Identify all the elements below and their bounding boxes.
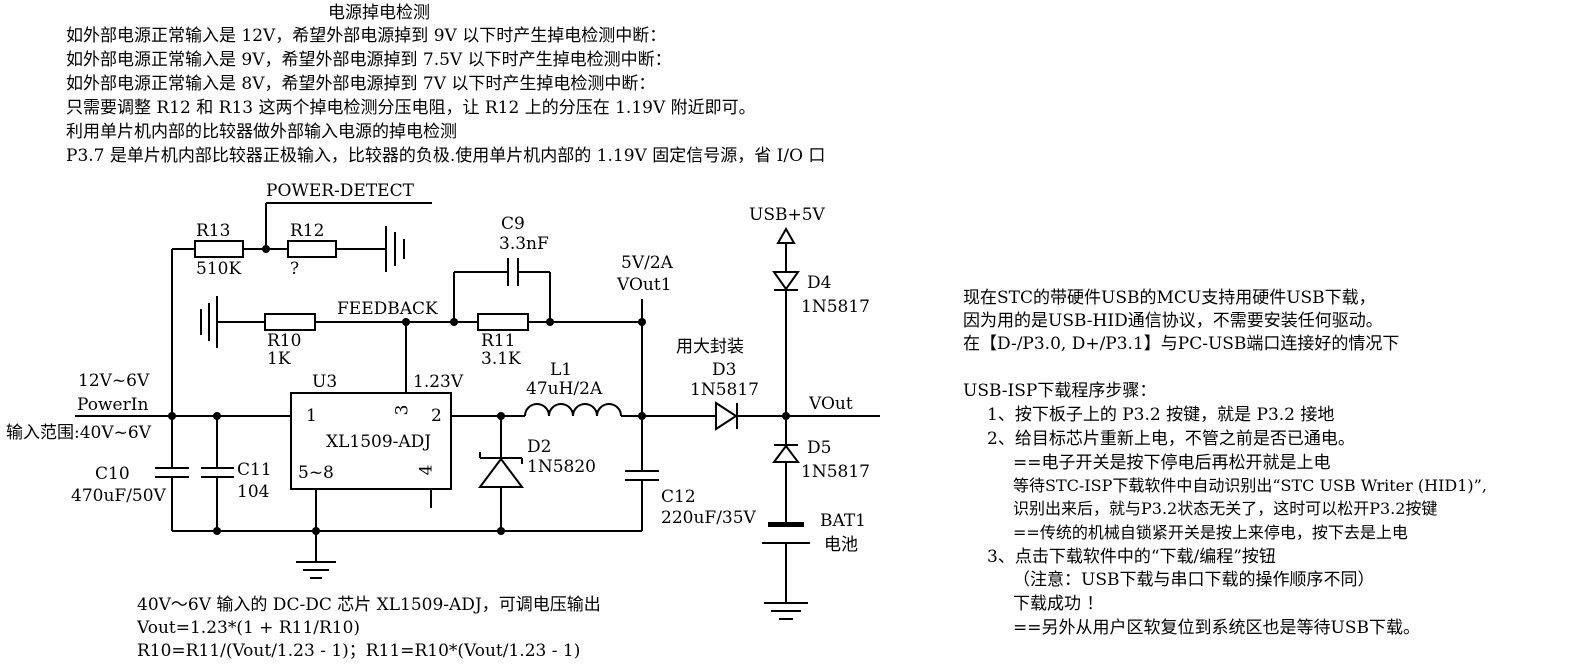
r11-resistor bbox=[478, 314, 528, 330]
header-title: 电源掉电检测 bbox=[328, 3, 430, 23]
u3-name: U3 bbox=[312, 372, 338, 392]
usb5v-label: USB+5V bbox=[749, 205, 825, 225]
vout1-line2: VOut1 bbox=[617, 275, 672, 295]
header-line-3: 如外部电源正常输入是 8V，希望外部电源掉到 7V 以下时产生掉电检测中断： bbox=[66, 74, 656, 94]
d5-name: D5 bbox=[807, 438, 832, 458]
bat1-plate-top bbox=[768, 522, 804, 527]
l1-value: 47uH/2A bbox=[526, 379, 603, 399]
u3-pin1: 1 bbox=[306, 406, 317, 426]
header-line-6: P3.7 是单片机内部比较器正极输入，比较器的负极.使用单片机内部的 1.19V… bbox=[66, 146, 826, 166]
ground-icon-u3 bbox=[296, 562, 336, 578]
step-line-1: 1、按下板子上的 P3.2 按键，就是 P3.2 接地 bbox=[987, 405, 1335, 425]
formula-line-3: R10=R11/(Vout/1.23 - 1)；R11=R10*(Vout/1.… bbox=[137, 641, 581, 661]
ground-icon-r10 bbox=[201, 296, 217, 348]
big-package-label: 用大封装 bbox=[676, 337, 744, 357]
formula-line-1: 40V～6V 输入的 DC-DC 芯片 XL1509-ADJ，可调电压输出 bbox=[137, 595, 601, 615]
step-line-8: （注意：USB下载与串口下载的操作顺序不同） bbox=[1013, 570, 1375, 590]
d3-value: 1N5817 bbox=[690, 380, 759, 400]
l1-inductor bbox=[525, 404, 621, 416]
u3-part-label: XL1509-ADJ bbox=[326, 432, 432, 452]
step-line-2: 2、给目标芯片重新上电，不管之前是否已通电。 bbox=[987, 429, 1355, 449]
step-line-6: ==传统的机械自锁紧开关是按上来停电，按下去是上电 bbox=[1013, 523, 1408, 542]
c9-name: C9 bbox=[501, 214, 525, 234]
bat1-name: BAT1 bbox=[820, 511, 866, 531]
r11-name: R11 bbox=[481, 331, 516, 351]
header-line-2: 如外部电源正常输入是 9V，希望外部电源掉到 7.5V 以下时产生掉电检测中断： bbox=[66, 50, 672, 70]
input-note-label: 输入范围:40V~6V bbox=[6, 423, 151, 443]
c11-name: C11 bbox=[237, 460, 272, 480]
d4-diode bbox=[772, 271, 800, 291]
d3-name: D3 bbox=[712, 360, 737, 380]
r13-resistor bbox=[195, 241, 243, 257]
r10-name: R10 bbox=[267, 331, 302, 351]
vout-label: VOut bbox=[809, 394, 853, 414]
step-line-7: 3、点击下载软件中的“下载/编程”按钮 bbox=[987, 547, 1276, 567]
d3-diode bbox=[715, 401, 738, 431]
r10-value: 1K bbox=[267, 349, 291, 369]
ground-icon-bat1 bbox=[764, 603, 808, 619]
usb-note-line-2: 因为用的是USB-HID通信协议，不需要安装任何驱动。 bbox=[963, 311, 1383, 331]
vout1-line1: 5V/2A bbox=[621, 253, 673, 273]
step-line-4: 等待STC-ISP下载软件中自动识别出“STC USB Writer (HID1… bbox=[1013, 476, 1487, 495]
c12-name: C12 bbox=[661, 487, 696, 507]
usb-note-line-1: 现在STC的带硬件USB的MCU支持用硬件USB下载， bbox=[963, 288, 1376, 308]
r12-resistor bbox=[288, 241, 336, 257]
usb-note-line-3: 在【D-/P3.0, D+/P3.1】与PC-USB端口连接好的情况下 bbox=[963, 334, 1400, 354]
input-range-label: 12V~6V bbox=[78, 371, 150, 391]
powerin-label: PowerIn bbox=[77, 395, 149, 415]
r12-name: R12 bbox=[290, 221, 325, 241]
d5-value: 1N5817 bbox=[801, 462, 870, 482]
usb5v-arrow bbox=[776, 226, 796, 244]
c10-value: 470uF/50V bbox=[71, 486, 166, 506]
step-line-9: 下载成功 ！ bbox=[1013, 594, 1104, 614]
c9-value: 3.3nF bbox=[499, 234, 549, 254]
d2-diode bbox=[478, 457, 524, 488]
u3-pin4: 4 bbox=[416, 464, 437, 476]
step-line-3: ==电子开关是按下停电后再松开就是上电 bbox=[1013, 453, 1331, 473]
r13-value: 510K bbox=[196, 259, 242, 279]
u3-ref-voltage: 1.23V bbox=[413, 372, 464, 392]
u3-chip bbox=[291, 393, 451, 489]
bat1-value: 电池 bbox=[824, 535, 858, 555]
step-line-10: ==另外从用户区软复位到系统区也是等待USB下载。 bbox=[1013, 618, 1420, 638]
header-line-4: 只需要调整 R12 和 R13 这两个掉电检测分压电阻，让 R12 上的分压在 … bbox=[66, 98, 756, 118]
r10-resistor bbox=[265, 314, 315, 330]
d2-name: D2 bbox=[527, 437, 552, 457]
d5-diode bbox=[772, 444, 800, 463]
header-line-1: 如外部电源正常输入是 12V，希望外部电源掉到 9V 以下时产生掉电检测中断： bbox=[66, 26, 667, 46]
u3-pin58: 5~8 bbox=[298, 463, 334, 483]
d2-value: 1N5820 bbox=[527, 457, 596, 477]
power-detect-label: POWER-DETECT bbox=[266, 181, 414, 201]
formula-line-2: Vout=1.23*(1 + R11/R10) bbox=[137, 618, 361, 638]
step-line-5: 识别出来后，就与P3.2状态无关了，这时可以松开P3.2按键 bbox=[1013, 499, 1438, 518]
ground-icon-r12 bbox=[386, 226, 404, 272]
u3-pin2: 2 bbox=[431, 406, 442, 426]
d4-value: 1N5817 bbox=[801, 297, 870, 317]
header-line-5: 利用单片机内部的比较器做外部输入电源的掉电检测 bbox=[66, 122, 457, 142]
feedback-label: FEEDBACK bbox=[337, 299, 438, 319]
c12-value: 220uF/35V bbox=[661, 508, 756, 528]
r13-name: R13 bbox=[196, 221, 231, 241]
steps-title: USB-ISP下载程序步骤： bbox=[963, 381, 1157, 401]
c10-name: C10 bbox=[95, 464, 130, 484]
d4-name: D4 bbox=[807, 273, 832, 293]
l1-name: L1 bbox=[550, 360, 573, 380]
c11-value: 104 bbox=[237, 482, 270, 502]
junction-dots bbox=[168, 245, 790, 535]
r12-value: ? bbox=[290, 259, 300, 279]
r11-value: 3.1K bbox=[481, 349, 521, 369]
u3-pin3: 3 bbox=[392, 404, 413, 416]
